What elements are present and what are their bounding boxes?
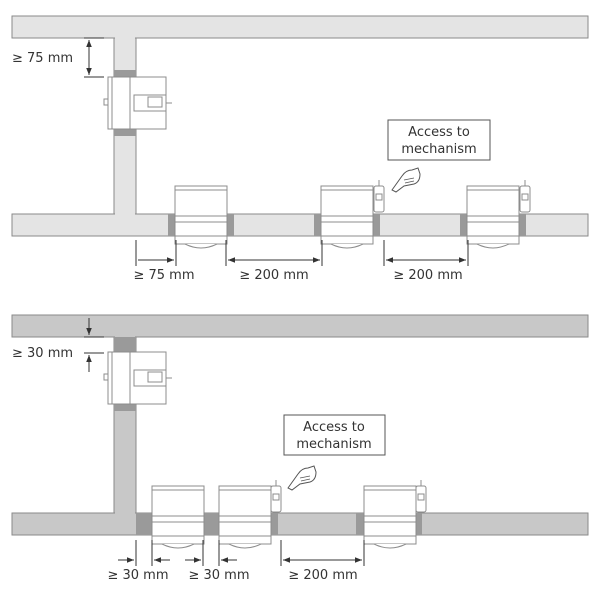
main-duct <box>11 213 589 237</box>
svg-text:mechanism: mechanism <box>401 142 476 157</box>
pointing-hand-icon <box>287 465 317 491</box>
damper-icon <box>174 185 228 249</box>
actuator-icon <box>270 479 282 513</box>
dim-label: ≥ 30 mm <box>107 568 168 583</box>
top-section: ≥ 75 mm ≥ 75 mm ≥ 200 mm ≥ 200 mm Access… <box>11 15 589 283</box>
damper-icon <box>103 351 173 405</box>
dim-label: ≥ 200 mm <box>288 568 357 583</box>
damper-icon <box>320 185 374 249</box>
damper-icon <box>103 76 173 130</box>
damper-icon <box>151 485 205 549</box>
svg-text:Access to: Access to <box>408 125 470 140</box>
damper-icon <box>466 185 520 249</box>
ceiling-duct <box>11 15 589 39</box>
damper-icon <box>363 485 417 549</box>
bottom-section: ≥ 30 mm ≥ 30 mm ≥ 30 mm ≥ 200 mm Access … <box>11 314 589 583</box>
damper-icon <box>218 485 272 549</box>
access-callout <box>387 119 491 161</box>
svg-text:mechanism: mechanism <box>296 437 371 452</box>
actuator-icon <box>373 179 385 213</box>
svg-text:Access to: Access to <box>303 420 365 435</box>
access-callout <box>283 414 386 456</box>
dim-label: ≥ 200 mm <box>393 268 462 283</box>
vertical-clearance-label: ≥ 30 mm <box>12 346 73 361</box>
actuator-icon <box>519 179 531 213</box>
vertical-clearance-label: ≥ 75 mm <box>12 51 73 66</box>
ceiling-duct <box>11 314 589 338</box>
main-duct <box>11 512 589 536</box>
dim-label: ≥ 200 mm <box>239 268 308 283</box>
pointing-hand-icon <box>391 167 421 193</box>
actuator-icon <box>415 479 427 513</box>
dim-label: ≥ 30 mm <box>188 568 249 583</box>
dim-label: ≥ 75 mm <box>133 268 194 283</box>
